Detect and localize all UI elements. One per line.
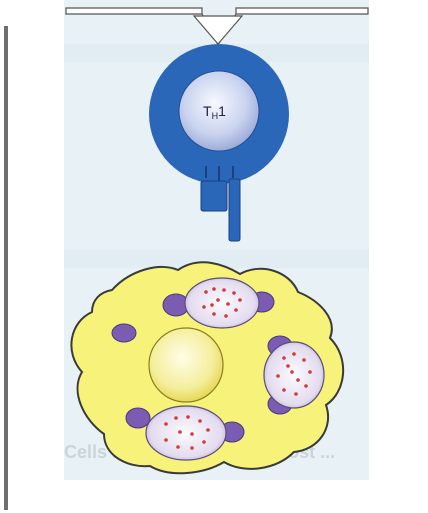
macrophage-nucleus bbox=[149, 328, 223, 402]
th1-label: TH1 bbox=[203, 103, 226, 119]
granule bbox=[112, 324, 136, 342]
th1-label-main: T bbox=[203, 103, 212, 119]
arrow-head bbox=[194, 16, 242, 44]
th1-label-subscript: H bbox=[212, 111, 219, 121]
th1-label-suffix: 1 bbox=[218, 103, 226, 119]
